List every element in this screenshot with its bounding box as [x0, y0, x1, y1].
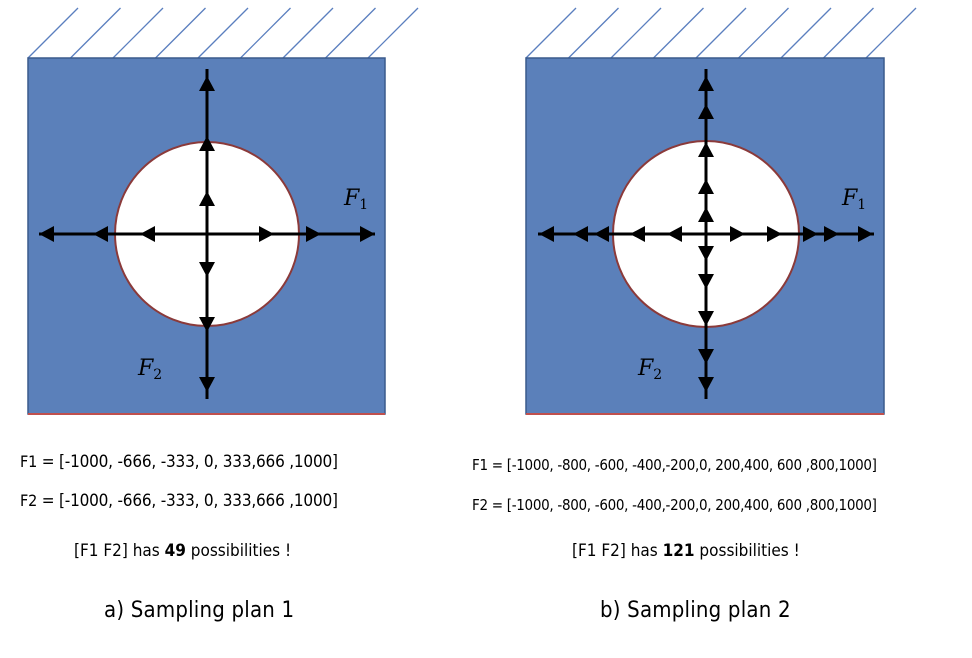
hatch-line: [610, 7, 662, 59]
f2-label: F2: [138, 356, 163, 383]
arrowhead: [858, 226, 873, 242]
force-arrows: [538, 69, 874, 399]
hatch-line: [282, 7, 334, 59]
arrowhead: [667, 226, 682, 242]
force-arrows: [39, 69, 375, 399]
fixed-support-hatching: [525, 7, 917, 59]
arrowhead: [630, 226, 645, 242]
hatch-line: [325, 7, 376, 59]
f2-values-line: F2 = [-1000, -666, -333, 0, 333,666 ,100…: [20, 491, 338, 511]
arrowhead: [698, 311, 714, 326]
arrowhead: [698, 207, 714, 222]
arrowhead: [539, 226, 554, 242]
hatch-line: [525, 7, 577, 59]
hatch-line: [653, 7, 704, 59]
hatch-line: [367, 7, 419, 59]
arrowhead: [698, 274, 714, 289]
f1-label: F1: [842, 186, 867, 213]
arrowhead: [573, 226, 588, 242]
f2-label: F2: [638, 356, 663, 383]
hatch-line: [865, 7, 917, 59]
hatch-line: [112, 7, 164, 59]
arrowhead: [767, 226, 782, 242]
hatch-line: [27, 7, 79, 59]
arrowhead: [698, 104, 714, 119]
possibilities-line: [F1 F2] has 49 possibilities !: [74, 541, 292, 561]
arrowhead: [698, 76, 714, 91]
hatch-line: [780, 7, 832, 59]
arrowhead: [824, 226, 839, 242]
f2-values-line: F2 = [-1000, -800, -600, -400,-200,0, 20…: [472, 496, 877, 514]
arrowhead: [594, 226, 609, 242]
arrowhead: [259, 226, 274, 242]
fixed-support-hatching: [27, 7, 419, 59]
arrowhead: [698, 142, 714, 157]
possibilities-line: [F1 F2] has 121 possibilities !: [572, 541, 800, 561]
arrowhead: [199, 317, 215, 332]
arrowhead: [730, 226, 745, 242]
arrowhead: [698, 179, 714, 194]
arrowhead: [199, 262, 215, 277]
arrowhead: [199, 377, 215, 392]
hatch-line: [240, 7, 291, 59]
hatch-line: [70, 7, 121, 59]
arrowhead: [698, 349, 714, 364]
arrowhead: [199, 136, 215, 151]
arrowhead: [140, 226, 155, 242]
hatch-line: [695, 7, 747, 59]
arrowhead: [39, 226, 54, 242]
panel-b: [525, 7, 917, 415]
arrowhead: [199, 76, 215, 91]
caption: b) Sampling plan 2: [600, 598, 791, 623]
arrowhead: [698, 377, 714, 392]
arrowhead: [360, 226, 375, 242]
caption: a) Sampling plan 1: [104, 598, 295, 623]
arrowhead: [199, 191, 215, 206]
hatch-line: [197, 7, 249, 59]
arrowhead: [698, 246, 714, 261]
hatch-line: [155, 7, 206, 59]
f1-values-line: F1 = [-1000, -800, -600, -400,-200,0, 20…: [472, 456, 877, 474]
panel-a: [27, 7, 419, 415]
hatch-line: [823, 7, 874, 59]
f1-label: F1: [344, 186, 369, 213]
hatch-line: [568, 7, 619, 59]
arrowhead: [93, 226, 108, 242]
f1-values-line: F1 = [-1000, -666, -333, 0, 333,666 ,100…: [20, 452, 338, 472]
hatch-line: [738, 7, 789, 59]
arrowhead: [803, 226, 818, 242]
arrowhead: [306, 226, 321, 242]
